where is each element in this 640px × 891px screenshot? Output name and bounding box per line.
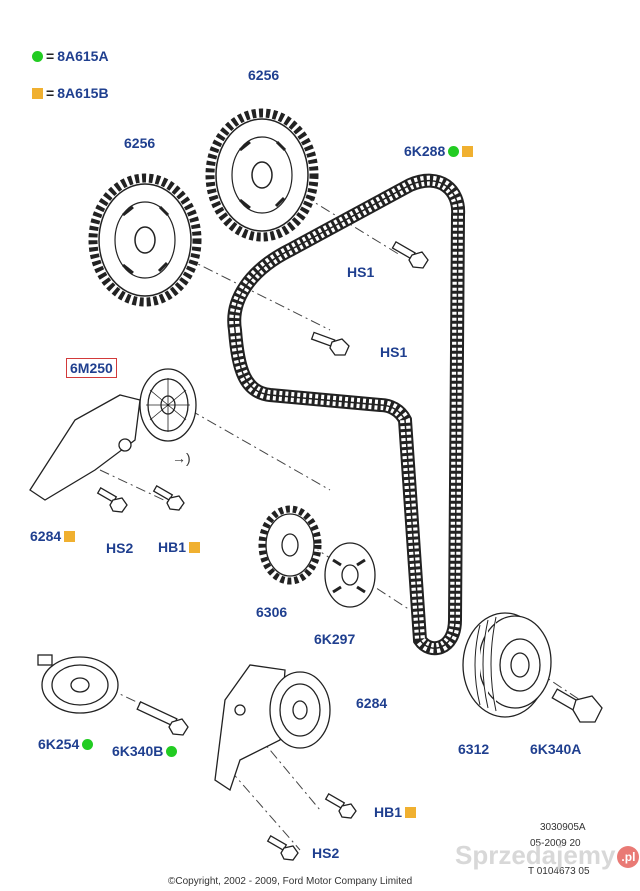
label-tensioner-6m250: 6M250 [66,358,117,378]
label-damper-6312: 6312 [458,741,490,757]
damper-6312 [462,612,552,718]
bolt-6k340b [136,701,189,736]
legend-orange: =8A615B [32,85,109,101]
bolt-hb1-bottom [324,793,357,819]
bolt-hs2-bottom [266,835,299,861]
green-dot-icon [82,739,94,750]
green-dot-icon [448,146,460,157]
label-bolt-hs2-left: HS2 [106,540,134,556]
label-tensioner-6284: 6284 [356,695,388,711]
watermark-suffix: .pl [617,846,640,869]
crank-plate-6k297 [324,542,376,608]
camshaft-pulley-top [205,108,319,242]
orange-square-icon [189,542,201,553]
tensioner-6284 [214,664,331,792]
label-camshaft-pulley-left: 6256 [124,135,156,151]
green-dot-icon [166,746,178,757]
label-bolt-hs1-lower: HS1 [380,344,408,360]
legend-orange-code: 8A615B [57,85,109,101]
label-bolt-6k340a: 6K340A [530,741,582,757]
orange-square-icon [462,146,474,157]
label-timing-belt: 6K288 [404,143,474,159]
bolt-hs2-left [96,487,128,513]
footer-ref: T 0104673 05 [528,866,590,877]
bolt-hs1-lower [310,331,350,356]
label-bolt-6k340b: 6K340B [112,743,178,759]
green-dot-icon [32,51,43,62]
label-arrow-ref: →) [172,450,191,466]
tensioner-6m250 [29,368,197,501]
idler-6k254 [37,654,119,714]
label-crank-plate: 6K297 [314,631,356,647]
crank-sprocket-6306 [258,505,322,585]
footer-date: 05-2009 20 [530,838,581,849]
watermark: Sprzedajemy.pl [455,840,640,871]
label-idler-6k254: 6K254 [38,736,94,752]
camshaft-pulley-left [88,173,202,307]
legend-green: =8A615A [32,48,109,64]
label-bolt-hb1-left: HB1 [158,539,201,555]
bolt-6k340a [551,688,603,723]
legend-green-code: 8A615A [57,48,109,64]
label-bolt-hs2-bottom: HS2 [312,845,340,861]
orange-square-icon [64,531,76,542]
label-crank-sprocket: 6306 [256,604,288,620]
bolt-hs1-upper [391,241,429,269]
orange-square-icon [405,807,417,818]
bolt-hb1-left [152,485,185,511]
label-bolt-hb1-bottom: HB1 [374,804,417,820]
label-bolt-hs1-upper: HS1 [347,264,375,280]
footer-code: 3030905A [540,822,586,833]
label-camshaft-pulley-top: 6256 [248,67,280,83]
orange-square-icon [32,88,43,99]
timing-belt [227,173,466,656]
footer-copyright: ©Copyright, 2002 - 2009, Ford Motor Comp… [168,876,413,887]
label-bracket-6284: 6284 [30,528,76,544]
